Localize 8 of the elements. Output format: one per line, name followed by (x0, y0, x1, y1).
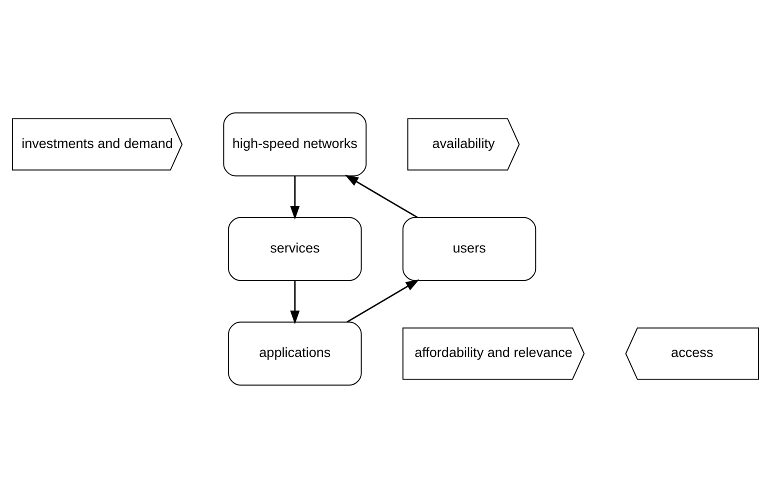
arrow (290, 280, 300, 324)
arrow (346, 278, 420, 322)
node-box: services (228, 216, 362, 280)
arrow (290, 175, 300, 220)
node-box: high-speed networks (223, 112, 367, 176)
node-box: users (402, 216, 536, 280)
node-box: applications (228, 321, 362, 386)
arrow (344, 174, 418, 218)
